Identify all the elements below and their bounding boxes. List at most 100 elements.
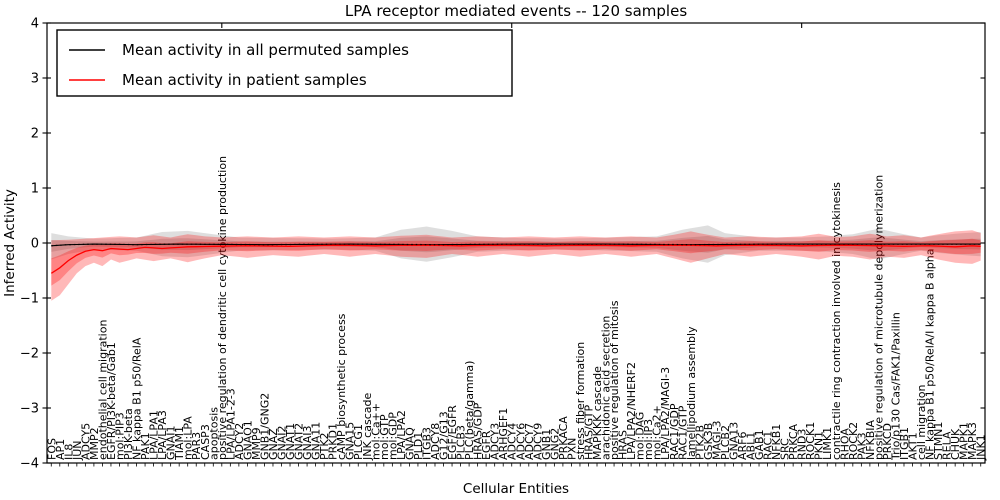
legend-box bbox=[56, 29, 513, 97]
y-tick-label: −2 bbox=[20, 347, 39, 362]
x-tick-label: stress fiber formation bbox=[574, 342, 587, 460]
x-tick-label: GNA13 bbox=[727, 422, 740, 460]
x-tick-label: PRKCD bbox=[881, 423, 894, 460]
x-tick-label: JNK1 bbox=[975, 434, 988, 461]
chart-title: LPA receptor mediated events -- 120 samp… bbox=[345, 2, 687, 20]
patient-mean-line bbox=[50, 244, 981, 274]
x-tick-label: positive regulation of microtubule depol… bbox=[872, 175, 885, 460]
x-tick-label: EGFR bbox=[480, 430, 493, 460]
x-tick-label: MAPK3 bbox=[966, 422, 979, 460]
x-tick-label: NFKB1 bbox=[770, 424, 783, 460]
y-axis-label: Inferred Activity bbox=[2, 189, 18, 297]
x-tick-label: RAC1 bbox=[762, 431, 775, 460]
x-tick-label: mol:GTP bbox=[378, 414, 391, 460]
x-tick-label: cell migration bbox=[915, 384, 928, 460]
x-tick-label: GNAI1 bbox=[165, 425, 178, 460]
x-tick-label: CASP3 bbox=[199, 424, 212, 460]
x-tick-label: GNB1/GNG2 bbox=[258, 393, 271, 460]
x-tick-label: GAB1 bbox=[753, 429, 766, 460]
x-tick-label: ADCY2 bbox=[233, 423, 246, 460]
x-tick-label: MAPKKK cascade bbox=[591, 366, 604, 460]
x-tick-label: TIAM1 bbox=[173, 426, 186, 461]
x-tick-label: PLCB2 bbox=[719, 425, 732, 460]
permuted-mean-line-dots bbox=[51, 243, 981, 247]
x-tick-label: PTK2 bbox=[318, 432, 331, 460]
x-tick-label: CHUK bbox=[949, 428, 962, 460]
x-tick-label: ARF6 bbox=[736, 432, 749, 461]
x-tick-label: GSK3B bbox=[702, 423, 715, 460]
x-tick-label: STMN1 bbox=[932, 422, 945, 460]
x-tick-label: PRKCA bbox=[787, 423, 800, 460]
x-tick-label: GNAO1 bbox=[241, 420, 254, 460]
y-tick-label: 2 bbox=[31, 127, 39, 142]
y-tick-label: 1 bbox=[31, 182, 39, 197]
x-tick-label: LPA/LPA3 bbox=[156, 410, 169, 460]
mean-lines-layer bbox=[50, 243, 981, 274]
x-tick-label: NFKBIA bbox=[864, 419, 877, 460]
x-tick-label: GNB1 bbox=[540, 429, 553, 460]
x-tick-label: LPA/LPA1 bbox=[148, 410, 161, 460]
x-tick-label: ROCK1 bbox=[804, 422, 817, 460]
x-tick-label: RND3 bbox=[796, 429, 809, 460]
x-tick-label: ABL1 bbox=[745, 432, 758, 460]
x-tick-label: LPA/LPA2 bbox=[395, 410, 408, 460]
x-tick-label: endothelial cell migration bbox=[96, 320, 109, 460]
x-tick-label: PTK2B bbox=[693, 425, 706, 460]
x-tick-label: PLCB3 bbox=[455, 425, 468, 460]
x-tick-label: ARHGEF1 bbox=[497, 408, 510, 460]
x-tick-label: ITGB1 bbox=[898, 427, 911, 460]
x-tick-label: ADCY4 bbox=[506, 423, 519, 460]
x-tick-label: lamellipodium assembly bbox=[685, 326, 698, 460]
x-tick-label: GNAI3 bbox=[301, 425, 314, 460]
x-tick-label: RHOA bbox=[838, 428, 851, 460]
x-tick-label: positive regulation of dendritic cell cy… bbox=[216, 156, 229, 460]
x-tick-label: ADCY9 bbox=[531, 423, 544, 460]
x-tick-label: PRKACA bbox=[557, 416, 570, 460]
x-tick-label: arachidonic acid secretion bbox=[600, 316, 613, 460]
x-tick-label: MAPK1 bbox=[958, 422, 971, 460]
x-tick-label: PXN bbox=[565, 438, 578, 460]
x-tick-label: IL8 bbox=[62, 444, 75, 460]
x-tick-label: JNK cascade bbox=[361, 393, 374, 461]
x-tick-label: ADCY6 bbox=[514, 423, 527, 460]
x-tick-label: mol:GDP bbox=[386, 412, 399, 460]
x-tick-label: GNAQ bbox=[403, 427, 416, 460]
y-tick-label: −1 bbox=[20, 292, 39, 307]
x-tick-label: ROCK2 bbox=[847, 422, 860, 460]
x-tick-label: MAGI-3 bbox=[710, 420, 723, 460]
x-tick-label: RAC1/GTP bbox=[676, 405, 689, 460]
legend-label-patient-samples: Mean activity in patient samples bbox=[122, 71, 367, 89]
x-tick-label: ADCY7 bbox=[523, 423, 536, 460]
x-tick-label: GNAT2 bbox=[293, 423, 306, 460]
x-tick-label: GNAT1 bbox=[284, 423, 297, 460]
x-tick-label: PI3K-beta bbox=[122, 408, 135, 460]
x-tick-label: G12/G13 bbox=[438, 411, 451, 460]
x-tick-label: NF kappa B1 p50/RelA bbox=[131, 337, 144, 460]
x-tick-label: mol:IP3 bbox=[642, 419, 655, 460]
x-tick-label: ADCY3 bbox=[489, 423, 502, 460]
x-tick-label: mol:Ca2+ bbox=[651, 405, 664, 460]
x-tick-label: RAC1/GDP bbox=[668, 403, 681, 460]
x-tick-label: apoptosis bbox=[207, 407, 220, 460]
x-tick-label: LIMK1 bbox=[821, 427, 834, 460]
x-tick-label: GNA11 bbox=[310, 422, 323, 460]
y-tick-label: 0 bbox=[31, 237, 39, 252]
x-tick-label: LPA/LPA2/NHERF2 bbox=[625, 362, 638, 460]
x-tick-label: HRAS bbox=[617, 430, 630, 460]
legend: Mean activity in all permuted samples Me… bbox=[56, 29, 513, 97]
x-tick-label: LPA/LPA2/MAGI-3 bbox=[659, 367, 672, 460]
x-tick-label: LPA/LPA1-2-3 bbox=[224, 388, 237, 460]
x-tick-label: HRAS/GDP bbox=[472, 402, 485, 460]
x-tick-label: NF kappa B1 p50/RelA/I kappa B alpha bbox=[924, 249, 937, 461]
legend-label-permuted-samples: Mean activity in all permuted samples bbox=[122, 41, 409, 59]
x-tick-label: GNG2 bbox=[548, 428, 561, 460]
x-tick-label: cAMP biosynthetic process bbox=[335, 313, 348, 460]
x-tick-label: PLC(beta/gamma) bbox=[463, 361, 476, 460]
x-tick-label: RELA bbox=[941, 431, 954, 460]
x-tick-label: ADCY8 bbox=[429, 423, 442, 460]
x-tick-label: mol:PIP3 bbox=[113, 412, 126, 460]
confidence-band bbox=[51, 230, 981, 301]
